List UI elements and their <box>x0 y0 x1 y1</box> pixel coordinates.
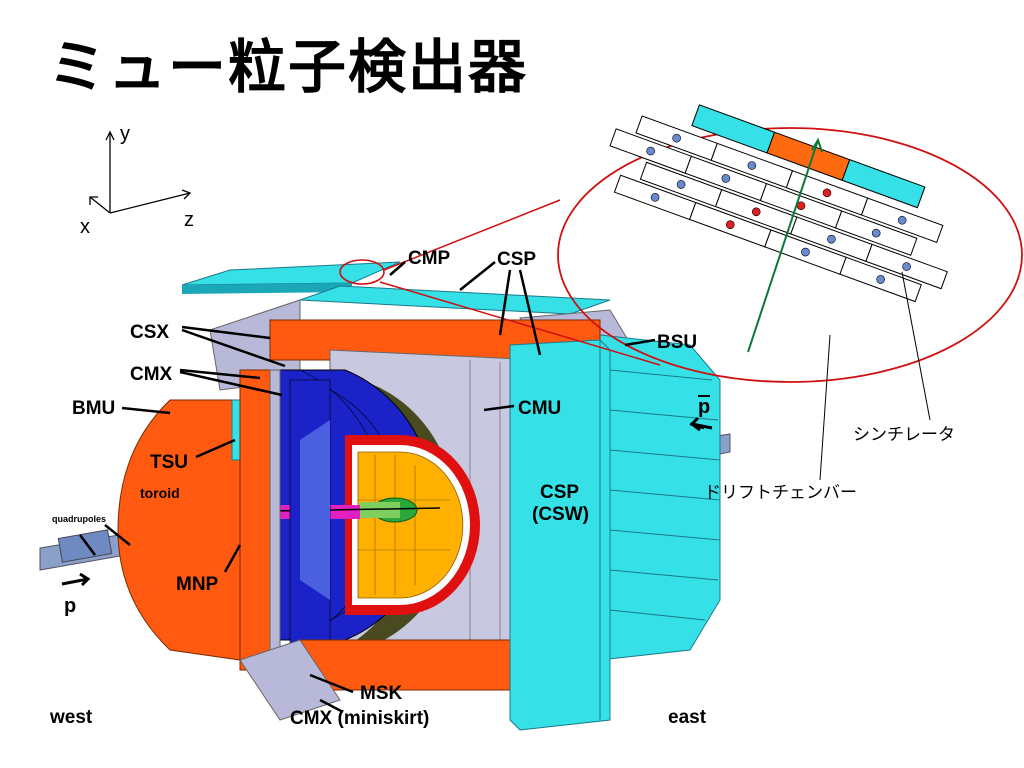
zoom-detail <box>609 104 948 303</box>
label-west: west <box>49 707 93 728</box>
axis-z-label: z <box>184 209 194 231</box>
label-csp-side: CSP <box>540 482 579 503</box>
beam-arrows <box>61 416 713 587</box>
label-cmx-miniskirt: CMX (miniskirt) <box>290 708 429 729</box>
zoom-ellipse <box>557 127 1023 383</box>
label-mnp: MNP <box>176 574 219 595</box>
axis-x-label: x <box>80 216 90 238</box>
axes-indicator <box>89 130 192 214</box>
label-cmu: CMU <box>518 398 561 419</box>
label-csp-top: CSP <box>497 249 536 270</box>
zoom-connector-upper <box>383 199 561 271</box>
scint-pointer <box>901 271 931 421</box>
label-drift-chamber: ドリフトチェンバー <box>704 483 857 503</box>
label-pbar: p <box>698 396 710 418</box>
muon-track <box>747 139 819 353</box>
zoom-connector-lower <box>379 281 661 366</box>
label-toroid: toroid <box>140 485 180 501</box>
label-csx: CSX <box>130 322 169 343</box>
label-csw: (CSW) <box>532 504 589 525</box>
label-tsu: TSU <box>150 452 188 473</box>
slide-title: ミュー粒子検出器 <box>48 33 529 101</box>
label-msk: MSK <box>360 683 403 704</box>
label-p: p <box>64 595 76 617</box>
track-arrowhead <box>811 137 823 153</box>
label-quadrupoles: quadrupoles <box>52 514 106 524</box>
axis-y-label: y <box>120 123 130 145</box>
label-bsu: BSU <box>657 332 697 353</box>
label-bmu: BMU <box>72 398 115 419</box>
label-cmx: CMX <box>130 364 173 385</box>
label-cmp: CMP <box>408 248 451 269</box>
detector-body <box>39 259 731 731</box>
label-east: east <box>668 707 707 728</box>
drift-pointer <box>819 334 831 481</box>
label-scintillator: シンチレータ <box>853 425 955 445</box>
